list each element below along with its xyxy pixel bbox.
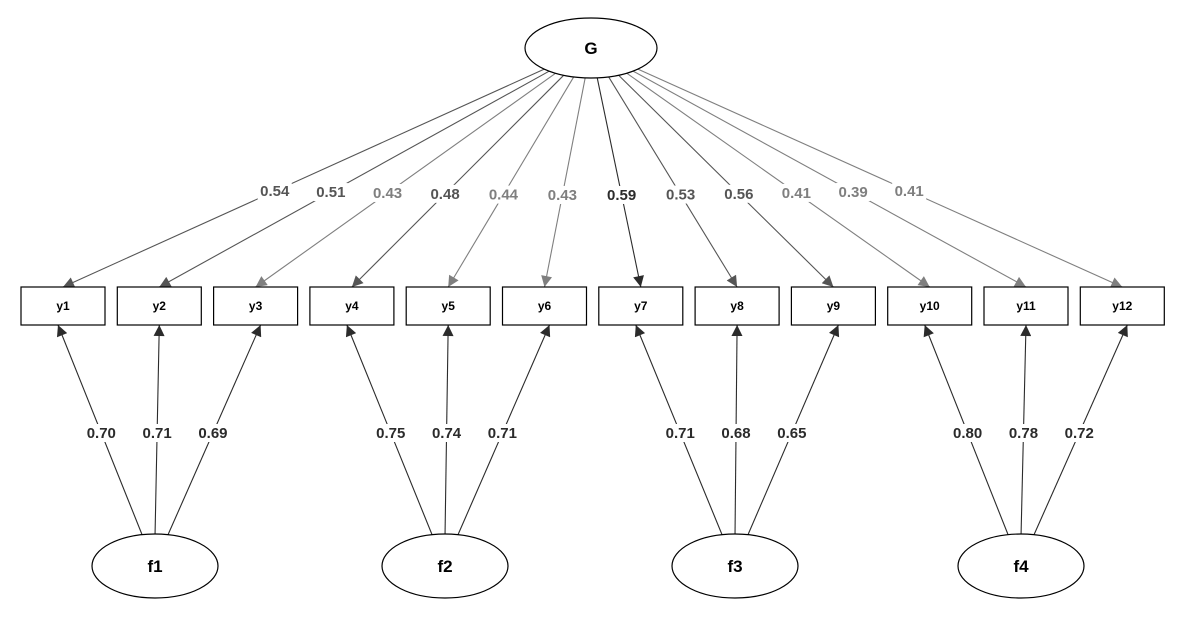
loading-f2-y6: 0.71 [488,425,517,442]
observed-label-y11: y11 [1016,299,1036,313]
loading-f1-y1: 0.70 [87,425,116,442]
loading-f3-y8: 0.68 [721,425,750,442]
observed-node-y12 [1079,286,1165,326]
observed-label-y10: y10 [920,299,940,313]
observed-node-y1 [20,286,106,326]
observed-node-y5 [405,286,491,326]
latent-node-f1 [91,533,219,599]
observed-node-y2 [116,286,202,326]
path-g-y7 [596,77,644,288]
loading-g-y1: 0.54 [260,183,290,200]
loading-f1-y3: 0.69 [198,425,227,442]
path-g-y3 [255,72,556,288]
observed-node-y4 [309,286,395,326]
loading-f2-y4: 0.75 [376,425,405,442]
latent-node-f2 [381,533,509,599]
loading-f4-y11: 0.78 [1009,425,1038,442]
general-factor-node [524,17,658,79]
observed-node-y11 [983,286,1069,326]
loading-g-y5: 0.44 [489,187,519,204]
loading-g-y11: 0.39 [839,184,868,201]
path-g-y1 [62,68,545,288]
loading-labels: 0.54 0.51 0.43 0.48 0.44 0.43 0.59 0.53 0.56 0.41… [84,182,1097,442]
path-g-y9 [618,74,834,288]
loading-f4-y12: 0.72 [1065,425,1094,442]
latent-node-f3 [671,533,799,599]
observed-label-y1: y1 [56,299,70,313]
observed-label-y9: y9 [827,299,841,313]
latent-label-f4: f4 [1013,557,1029,576]
observed-node-y3 [213,286,299,326]
path-g-y12 [637,68,1123,288]
loading-g-y4: 0.48 [430,186,459,203]
observed-node-y9 [790,286,877,326]
observed-label-y6: y6 [538,299,552,313]
latent-node-f4 [957,533,1085,599]
path-g-y11 [632,70,1027,288]
loading-g-y3: 0.43 [373,185,402,202]
observed-label-y8: y8 [730,299,744,313]
loading-f3-y7: 0.71 [666,425,695,442]
observed-node-y6 [501,286,588,326]
general-factor-label: G [584,39,597,58]
observed-label-y2: y2 [153,299,167,313]
observed-node-y10 [887,286,973,326]
loading-f2-y5: 0.74 [432,425,462,442]
observed-node-y7 [598,286,684,326]
general-factor-paths [62,68,1123,288]
observed-label-y5: y5 [442,299,456,313]
latent-label-f2: f2 [437,557,452,576]
path-g-y5 [447,76,575,288]
path-g-y8 [608,76,738,288]
loading-f3-y9: 0.65 [777,425,806,442]
loading-g-y12: 0.41 [895,183,924,200]
observed-label-y4: y4 [345,299,359,313]
loading-g-y7: 0.59 [607,187,636,204]
loading-f4-y10: 0.80 [953,425,982,442]
latent-label-f3: f3 [727,557,742,576]
loading-g-y8: 0.53 [666,187,695,204]
observed-label-y12: y12 [1112,299,1132,313]
latent-label-f1: f1 [147,557,162,576]
path-g-y10 [626,72,931,288]
path-g-y6 [541,77,586,288]
path-g-y4 [351,74,565,288]
observed-label-y3: y3 [249,299,263,313]
loading-g-y9: 0.56 [724,186,753,203]
diagram-nodes: Gy1 y2 y3 y4 y5 y6 y7 y8 y9 y10 y11 y12 f1 f2 f3 f4 [20,17,1165,599]
observed-node-y8 [694,286,780,326]
path-g-y2 [159,70,550,288]
observed-label-y7: y7 [634,299,648,313]
loading-g-y6: 0.43 [548,187,577,204]
loading-f1-y2: 0.71 [143,425,172,442]
loading-g-y10: 0.41 [782,185,811,202]
loading-g-y2: 0.51 [316,184,345,201]
